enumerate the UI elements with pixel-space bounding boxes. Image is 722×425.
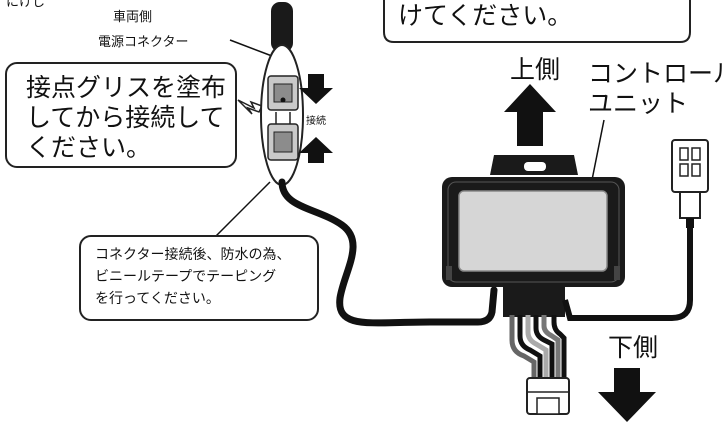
grease-point-dot [280, 97, 286, 103]
clipped-top-label: にけし [6, 0, 45, 10]
tape-note-callout: コネクター接続後、防水の為、 ビニールテープでテーピング を行ってください。 [79, 235, 319, 321]
tape-note-line3: を行ってください。 [95, 291, 220, 307]
top-note-box [383, 0, 691, 43]
connector-lower-pins [273, 131, 293, 153]
right-cable [562, 228, 693, 321]
vehicle-connector [260, 2, 304, 186]
power-cable [278, 178, 498, 327]
control-unit [442, 155, 625, 287]
up-arrow-icon [504, 84, 556, 146]
tape-leader-line [215, 181, 271, 237]
grease-note-box [5, 62, 237, 168]
down-label: 下側 [608, 333, 658, 362]
grease-note-line2: してから接続して [26, 103, 225, 132]
grease-note-line3: ください。 [26, 133, 151, 162]
unit-harness [503, 287, 570, 415]
top-note-text: けてください。 [398, 1, 572, 30]
tape-note-line2: ビニールテープでテーピング [95, 269, 276, 285]
connector-label-line1: 車両側 [113, 10, 152, 25]
connector-outline [260, 44, 304, 186]
right-connector [671, 139, 709, 228]
connector-leader-line [229, 39, 273, 57]
tape-note-box [79, 235, 319, 321]
grease-pointer-arrow [237, 99, 264, 115]
connect-arrow-down-icon [299, 74, 333, 104]
up-label: 上側 [510, 55, 560, 84]
connect-arrow-up-icon [299, 137, 333, 163]
vehicle-wire-stub [271, 2, 293, 52]
connect-label: 接続 [306, 114, 326, 127]
tape-note-line1: コネクター接続後、防水の為、 [95, 246, 290, 263]
connector-label-line2: 電源コネクター [98, 35, 188, 50]
down-arrow-icon [598, 368, 656, 422]
control-unit-label-panel [458, 190, 608, 272]
right-connector-housing [671, 139, 709, 193]
grease-note-callout: 接点グリスを塗布 してから接続して ください。 [5, 62, 237, 168]
control-unit-label-line1: コントロール [588, 59, 722, 88]
grease-note-line1: 接点グリスを塗布 [26, 73, 226, 102]
control-unit-label-line2: ユニット [588, 89, 688, 118]
